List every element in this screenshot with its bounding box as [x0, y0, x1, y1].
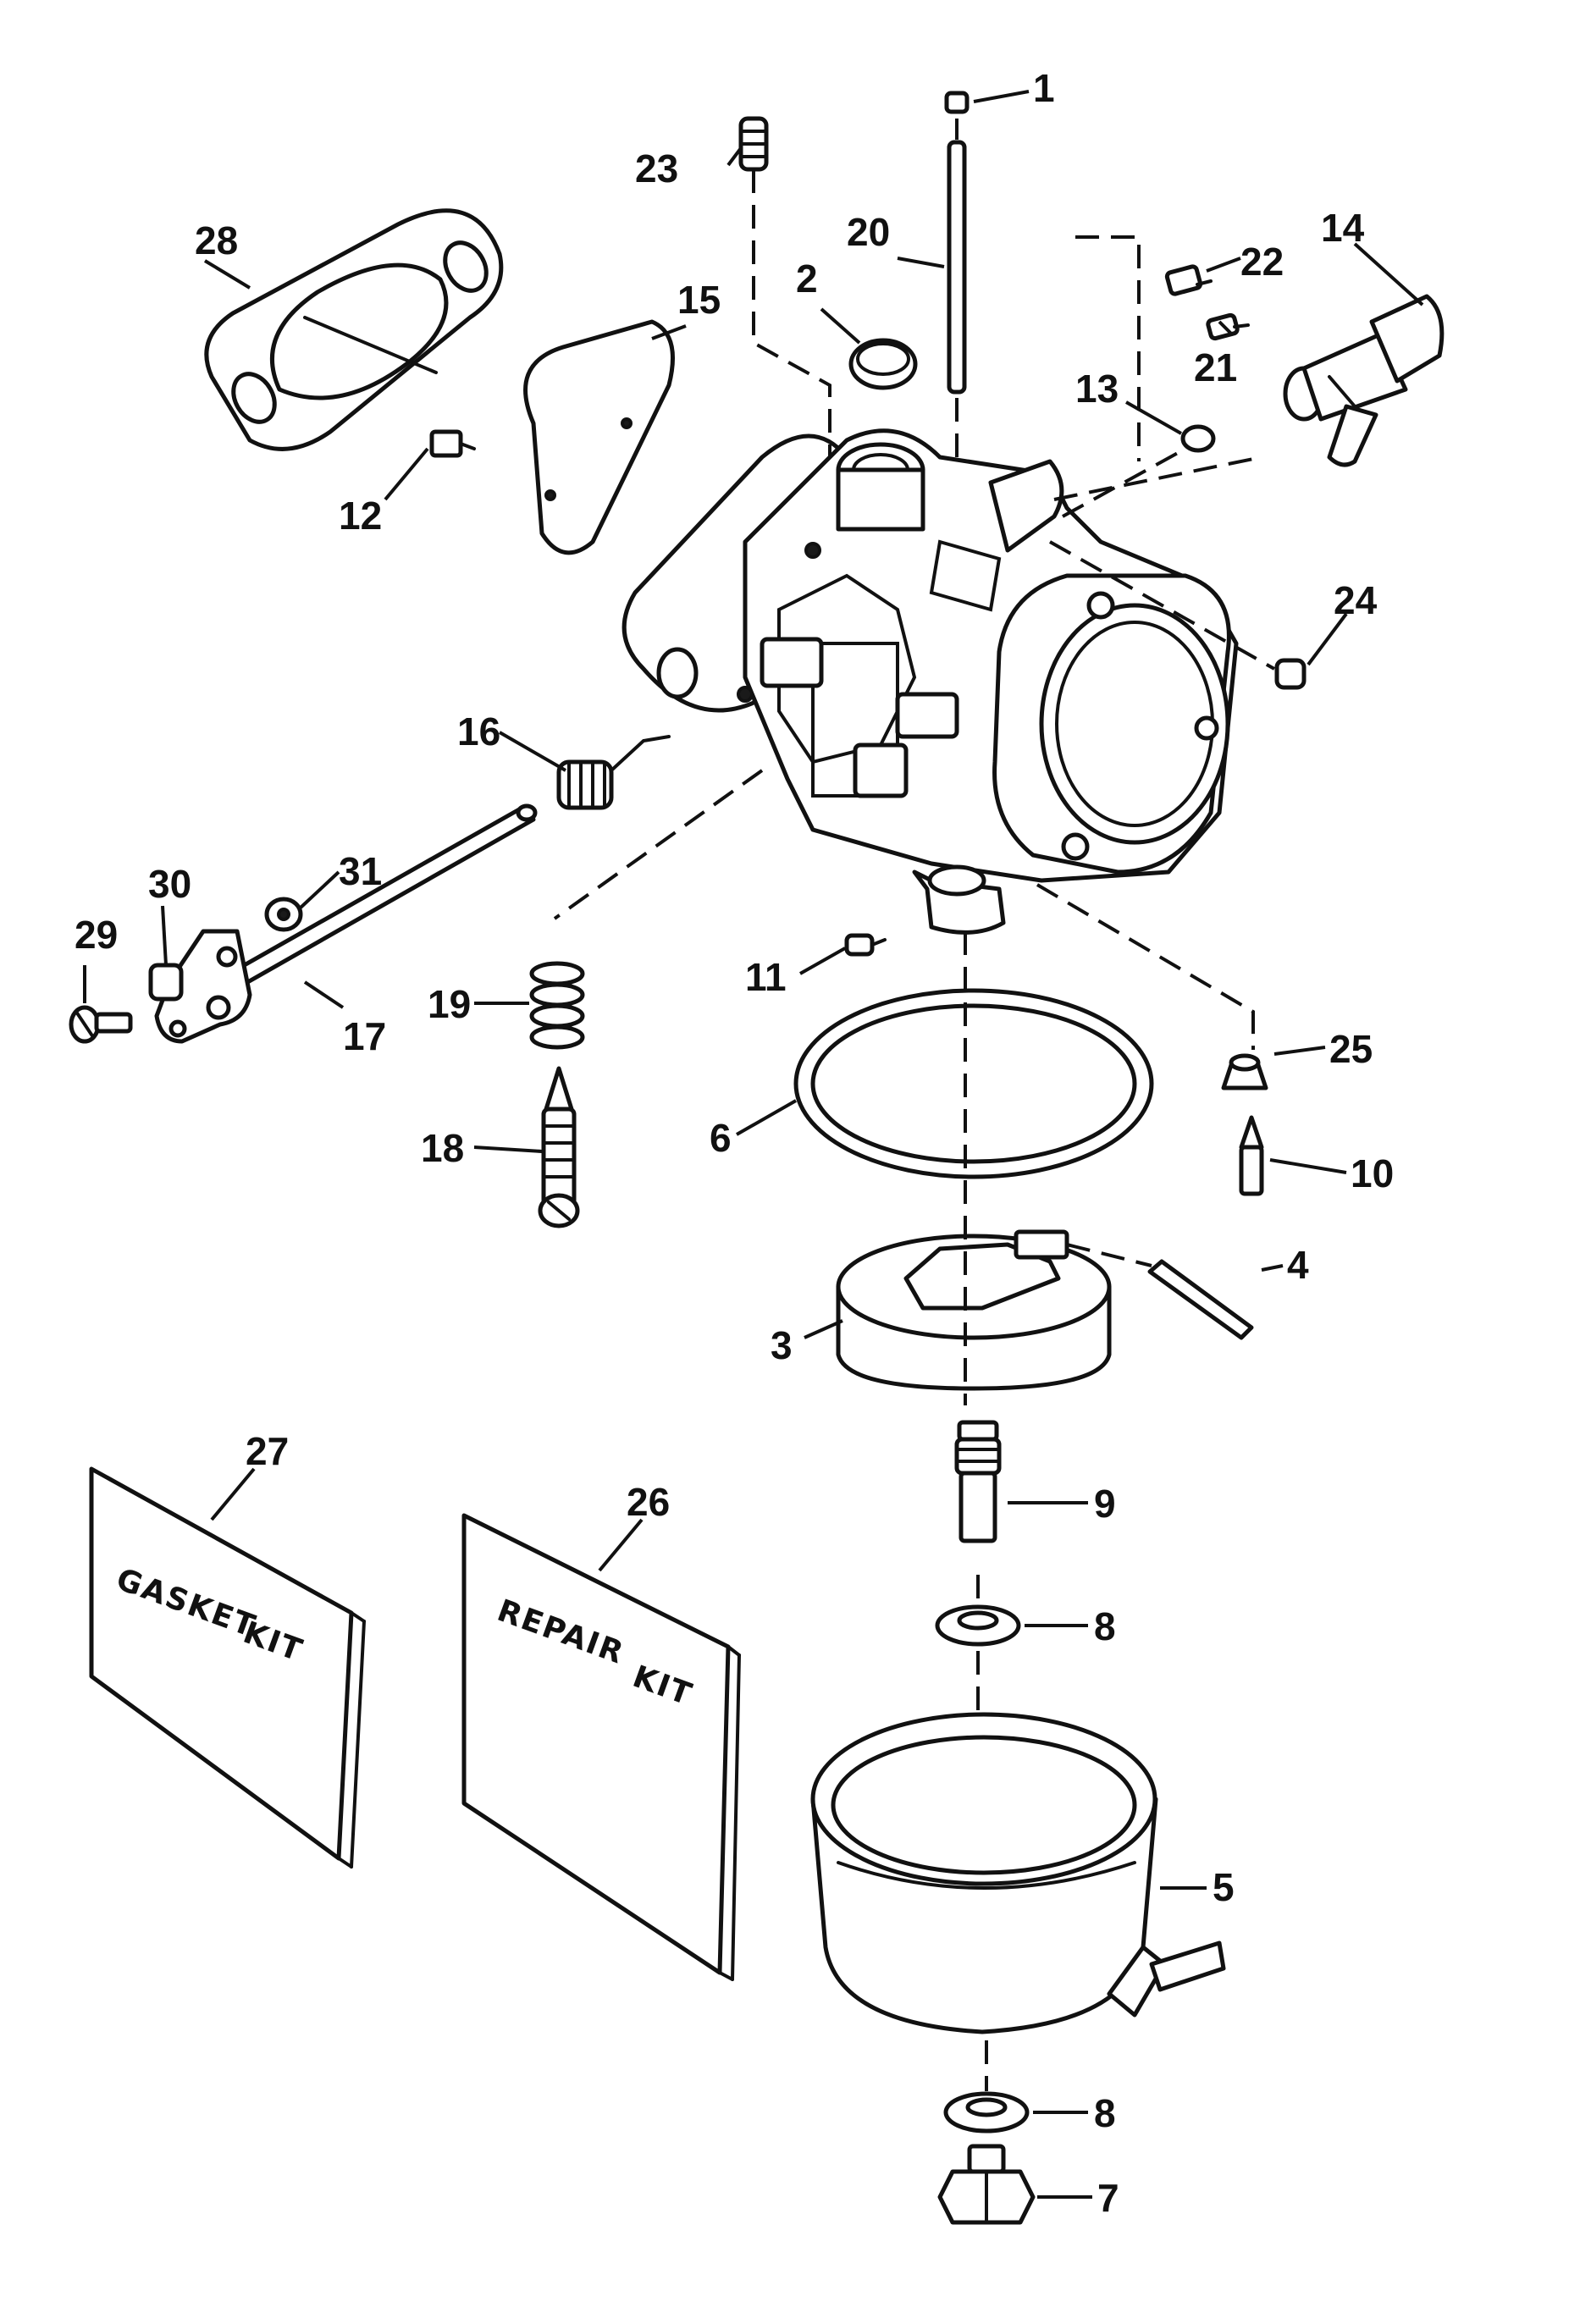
callout-28: 28 [195, 218, 238, 262]
part-17-throttle-shaft [219, 803, 538, 993]
callout-2: 2 [796, 257, 818, 301]
callout-numbers: 1 2 3 4 5 6 7 8 8 9 10 11 12 13 14 15 16… [75, 66, 1394, 2220]
part-24-plug [1274, 658, 1307, 690]
part-26-repair-kit: REPAIR KIT [461, 1513, 741, 1981]
part-8-washer-upper [935, 1604, 1021, 1647]
callout-20: 20 [847, 210, 890, 254]
part-28-flange-gasket [204, 208, 504, 451]
part-30-lever-bushing [148, 929, 252, 1044]
part-2-cap [848, 338, 918, 390]
part-12-screw [429, 429, 476, 458]
callout-29: 29 [75, 913, 118, 957]
callout-10: 10 [1351, 1151, 1394, 1195]
callout-23: 23 [635, 146, 678, 190]
part-10-inlet-needle [1239, 1115, 1264, 1196]
callout-31: 31 [339, 849, 382, 893]
callout-30: 30 [148, 862, 191, 906]
part-21-screw [1206, 312, 1250, 341]
part-3-float [836, 1229, 1112, 1391]
callout-12: 12 [339, 494, 382, 538]
part-11-screw [844, 933, 887, 957]
callout-6: 6 [710, 1116, 732, 1160]
part-1-nut [944, 91, 970, 114]
part-13-washer [1180, 424, 1216, 453]
part-8-washer-lower [943, 2091, 1030, 2134]
callout-9: 9 [1094, 1482, 1116, 1526]
part-20-rod [947, 140, 967, 395]
part-16-spring [556, 735, 671, 810]
callout-5: 5 [1213, 1865, 1235, 1909]
part-29-screw [69, 1005, 133, 1044]
part-15-throttle-plate [523, 319, 675, 555]
part-23-plug [738, 116, 769, 172]
callout-21: 21 [1194, 345, 1237, 389]
part-7-drain-plug [937, 2144, 1036, 2225]
callout-25: 25 [1329, 1027, 1373, 1071]
part-25-needle-seat [1221, 1053, 1268, 1090]
callout-16: 16 [457, 709, 500, 754]
callout-24: 24 [1334, 578, 1378, 622]
leader-lines [83, 90, 1424, 2199]
callout-19: 19 [428, 982, 471, 1026]
part-9-main-jet [954, 1420, 1002, 1543]
part-18-mixture-screw [538, 1066, 580, 1228]
part-31-nut [264, 897, 303, 932]
part-6-bowl-gasket [793, 988, 1154, 1179]
carburetor-body [622, 428, 1239, 935]
part-27-gasket-kit: GASKET KIT [89, 1466, 366, 1869]
callout-27: 27 [246, 1429, 289, 1473]
callout-7: 7 [1097, 2176, 1119, 2220]
callout-13: 13 [1075, 367, 1119, 411]
part-4-float-pin [1147, 1259, 1254, 1340]
part-14-fuel-fitting [1283, 294, 1445, 467]
part-5-float-bowl [810, 1712, 1226, 2034]
callout-15: 15 [677, 278, 721, 322]
part-19-spring [529, 961, 585, 1050]
callout-4: 4 [1287, 1243, 1309, 1287]
callout-3: 3 [771, 1323, 793, 1367]
callout-14: 14 [1321, 206, 1365, 250]
callout-18: 18 [421, 1126, 464, 1170]
callout-17: 17 [343, 1014, 386, 1058]
callout-22: 22 [1240, 240, 1284, 284]
callout-8-upper: 8 [1094, 1604, 1116, 1648]
callout-26: 26 [627, 1480, 670, 1524]
callout-1: 1 [1033, 66, 1055, 110]
assembly-lines [553, 119, 1275, 2091]
part-22-screw [1164, 264, 1213, 296]
callout-8-lower: 8 [1094, 2091, 1116, 2135]
callout-11: 11 [745, 955, 787, 999]
